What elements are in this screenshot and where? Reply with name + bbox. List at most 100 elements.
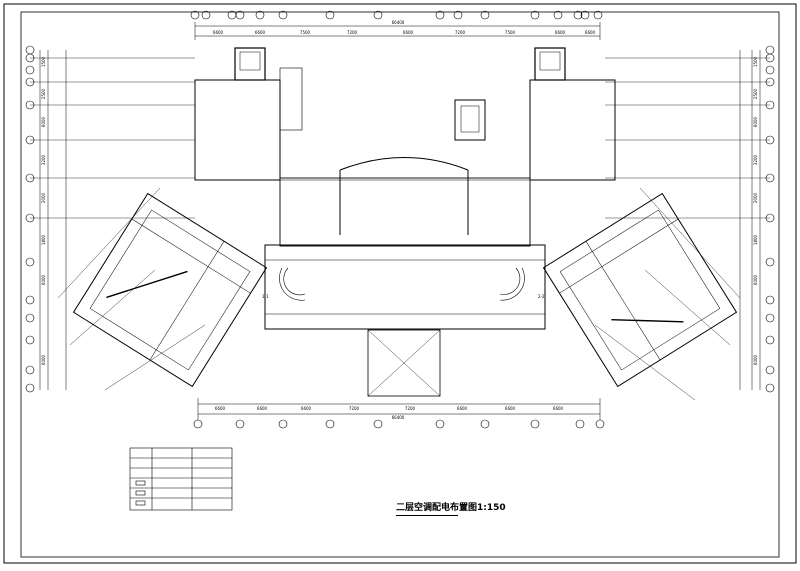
drawing-title: 二层空调配电布置图1:150 xyxy=(396,500,596,516)
top-axis-bubble xyxy=(553,10,563,20)
bottom-axis-bubble xyxy=(595,419,605,429)
right-axis-bubble xyxy=(765,365,775,375)
top-axis-bubble xyxy=(435,10,445,20)
stair-label-right: 2-2 xyxy=(538,294,545,299)
left-axis-bubble xyxy=(25,257,35,267)
title-underline xyxy=(396,515,458,516)
left-dimension-text: 3200 xyxy=(41,154,46,165)
top-dimension-band xyxy=(194,22,601,40)
right-dimension-text: 3200 xyxy=(753,154,758,165)
bottom-axis-bubble xyxy=(235,419,245,429)
central-block xyxy=(194,47,616,397)
bottom-axis-bubble xyxy=(278,419,288,429)
top-axis-bubbles xyxy=(190,10,603,20)
top-axis-bubble xyxy=(453,10,463,20)
right-dimension-texts: 1500 2500 6000 3200 2000 1800 6000 6000 xyxy=(753,56,758,365)
bottom-axis-bubble xyxy=(575,419,585,429)
left-dimension-text: 6000 xyxy=(41,116,46,127)
right-axis-bubbles xyxy=(765,45,775,393)
top-axis-bubble xyxy=(573,10,583,20)
left-dimension-texts: 1500 2500 6000 3200 2000 1800 6000 6000 xyxy=(41,56,46,365)
left-axis-bubble xyxy=(25,313,35,323)
left-dimension-text: 6000 xyxy=(41,354,46,365)
right-axis-bubble xyxy=(765,335,775,345)
bottom-axis-bubble xyxy=(480,419,490,429)
top-axis-bubble xyxy=(325,10,335,20)
right-dimension-band xyxy=(739,50,761,390)
outer-border xyxy=(3,3,797,564)
left-axis-bubble xyxy=(25,295,35,305)
right-dimension-text: 2500 xyxy=(753,88,758,99)
left-axis-bubbles xyxy=(25,45,35,393)
bottom-dimension-band xyxy=(197,398,601,420)
bottom-axis-bubble xyxy=(373,419,383,429)
top-axis-bubble xyxy=(530,10,540,20)
left-axis-bubble xyxy=(25,45,35,55)
left-axis-bubble xyxy=(25,335,35,345)
title-text: 二层空调配电布置图 xyxy=(396,503,478,513)
right-wing xyxy=(542,192,738,388)
right-axis-bubble xyxy=(765,383,775,393)
right-dimension-text: 1500 xyxy=(753,56,758,67)
side-axis-leaders xyxy=(30,57,770,219)
wing-axis-leaders xyxy=(57,187,741,401)
right-axis-bubble xyxy=(765,257,775,267)
top-dimension-text: 6600 xyxy=(403,30,414,35)
right-axis-bubble xyxy=(765,65,775,75)
legend-table xyxy=(129,447,233,511)
bottom-axis-bubble xyxy=(193,419,203,429)
right-dimension-text: 1800 xyxy=(753,234,758,245)
left-wing xyxy=(72,192,268,388)
top-axis-bubble xyxy=(278,10,288,20)
bottom-dimension-text: 7200 xyxy=(405,406,416,411)
left-dimension-text: 6000 xyxy=(41,274,46,285)
top-total-dimension: 66400 xyxy=(392,20,405,25)
right-dimension-text: 6000 xyxy=(753,354,758,365)
bottom-dimension-text: 6600 xyxy=(457,406,468,411)
bottom-dimension-text: 6600 xyxy=(215,406,226,411)
left-axis-bubble xyxy=(25,365,35,375)
top-axis-bubble xyxy=(255,10,265,20)
top-axis-bubble xyxy=(593,10,603,20)
top-dimension-text: 7200 xyxy=(347,30,358,35)
bottom-dimension-text: 6600 xyxy=(553,406,564,411)
left-dimension-text: 2500 xyxy=(41,88,46,99)
top-axis-bubble xyxy=(373,10,383,20)
top-dimension-text: 6600 xyxy=(585,30,596,35)
bottom-axis-bubble xyxy=(435,419,445,429)
top-dimension-texts: 6600 6600 7500 7200 6600 7200 7500 6600 6600 xyxy=(213,30,596,35)
top-axis-bubble xyxy=(235,10,245,20)
bottom-dimension-text: 6600 xyxy=(301,406,312,411)
top-dimension-text: 6600 xyxy=(555,30,566,35)
top-dimension-text: 7500 xyxy=(300,30,311,35)
inner-border xyxy=(20,11,780,558)
right-dimension-text: 6000 xyxy=(753,274,758,285)
left-axis-bubble xyxy=(25,65,35,75)
bottom-total-dimension: 66400 xyxy=(392,415,405,420)
left-axis-bubble xyxy=(25,383,35,393)
right-axis-bubble xyxy=(765,295,775,305)
right-axis-bubble xyxy=(765,45,775,55)
bottom-axis-bubbles xyxy=(193,419,605,429)
left-dimension-band xyxy=(39,50,67,390)
bottom-dimension-text: 6600 xyxy=(505,406,516,411)
left-dimension-text: 2000 xyxy=(41,192,46,203)
stair-label-left: 1-1 xyxy=(262,294,269,299)
left-dimension-text: 1800 xyxy=(41,234,46,245)
title-scale: 1:150 xyxy=(477,503,506,513)
right-dimension-text: 2000 xyxy=(753,192,758,203)
top-axis-bubble xyxy=(201,10,211,20)
right-dimension-text: 6000 xyxy=(753,116,758,127)
top-dimension-text: 7500 xyxy=(505,30,516,35)
left-dimension-text: 1500 xyxy=(41,56,46,67)
top-axis-bubble xyxy=(190,10,200,20)
top-dimension-text: 7200 xyxy=(455,30,466,35)
bottom-dimension-text: 6600 xyxy=(257,406,268,411)
top-axis-bubble xyxy=(580,10,590,20)
top-dimension-text: 6600 xyxy=(213,30,224,35)
right-axis-bubble xyxy=(765,313,775,323)
bottom-axis-bubble xyxy=(325,419,335,429)
top-dimension-text: 6600 xyxy=(255,30,266,35)
